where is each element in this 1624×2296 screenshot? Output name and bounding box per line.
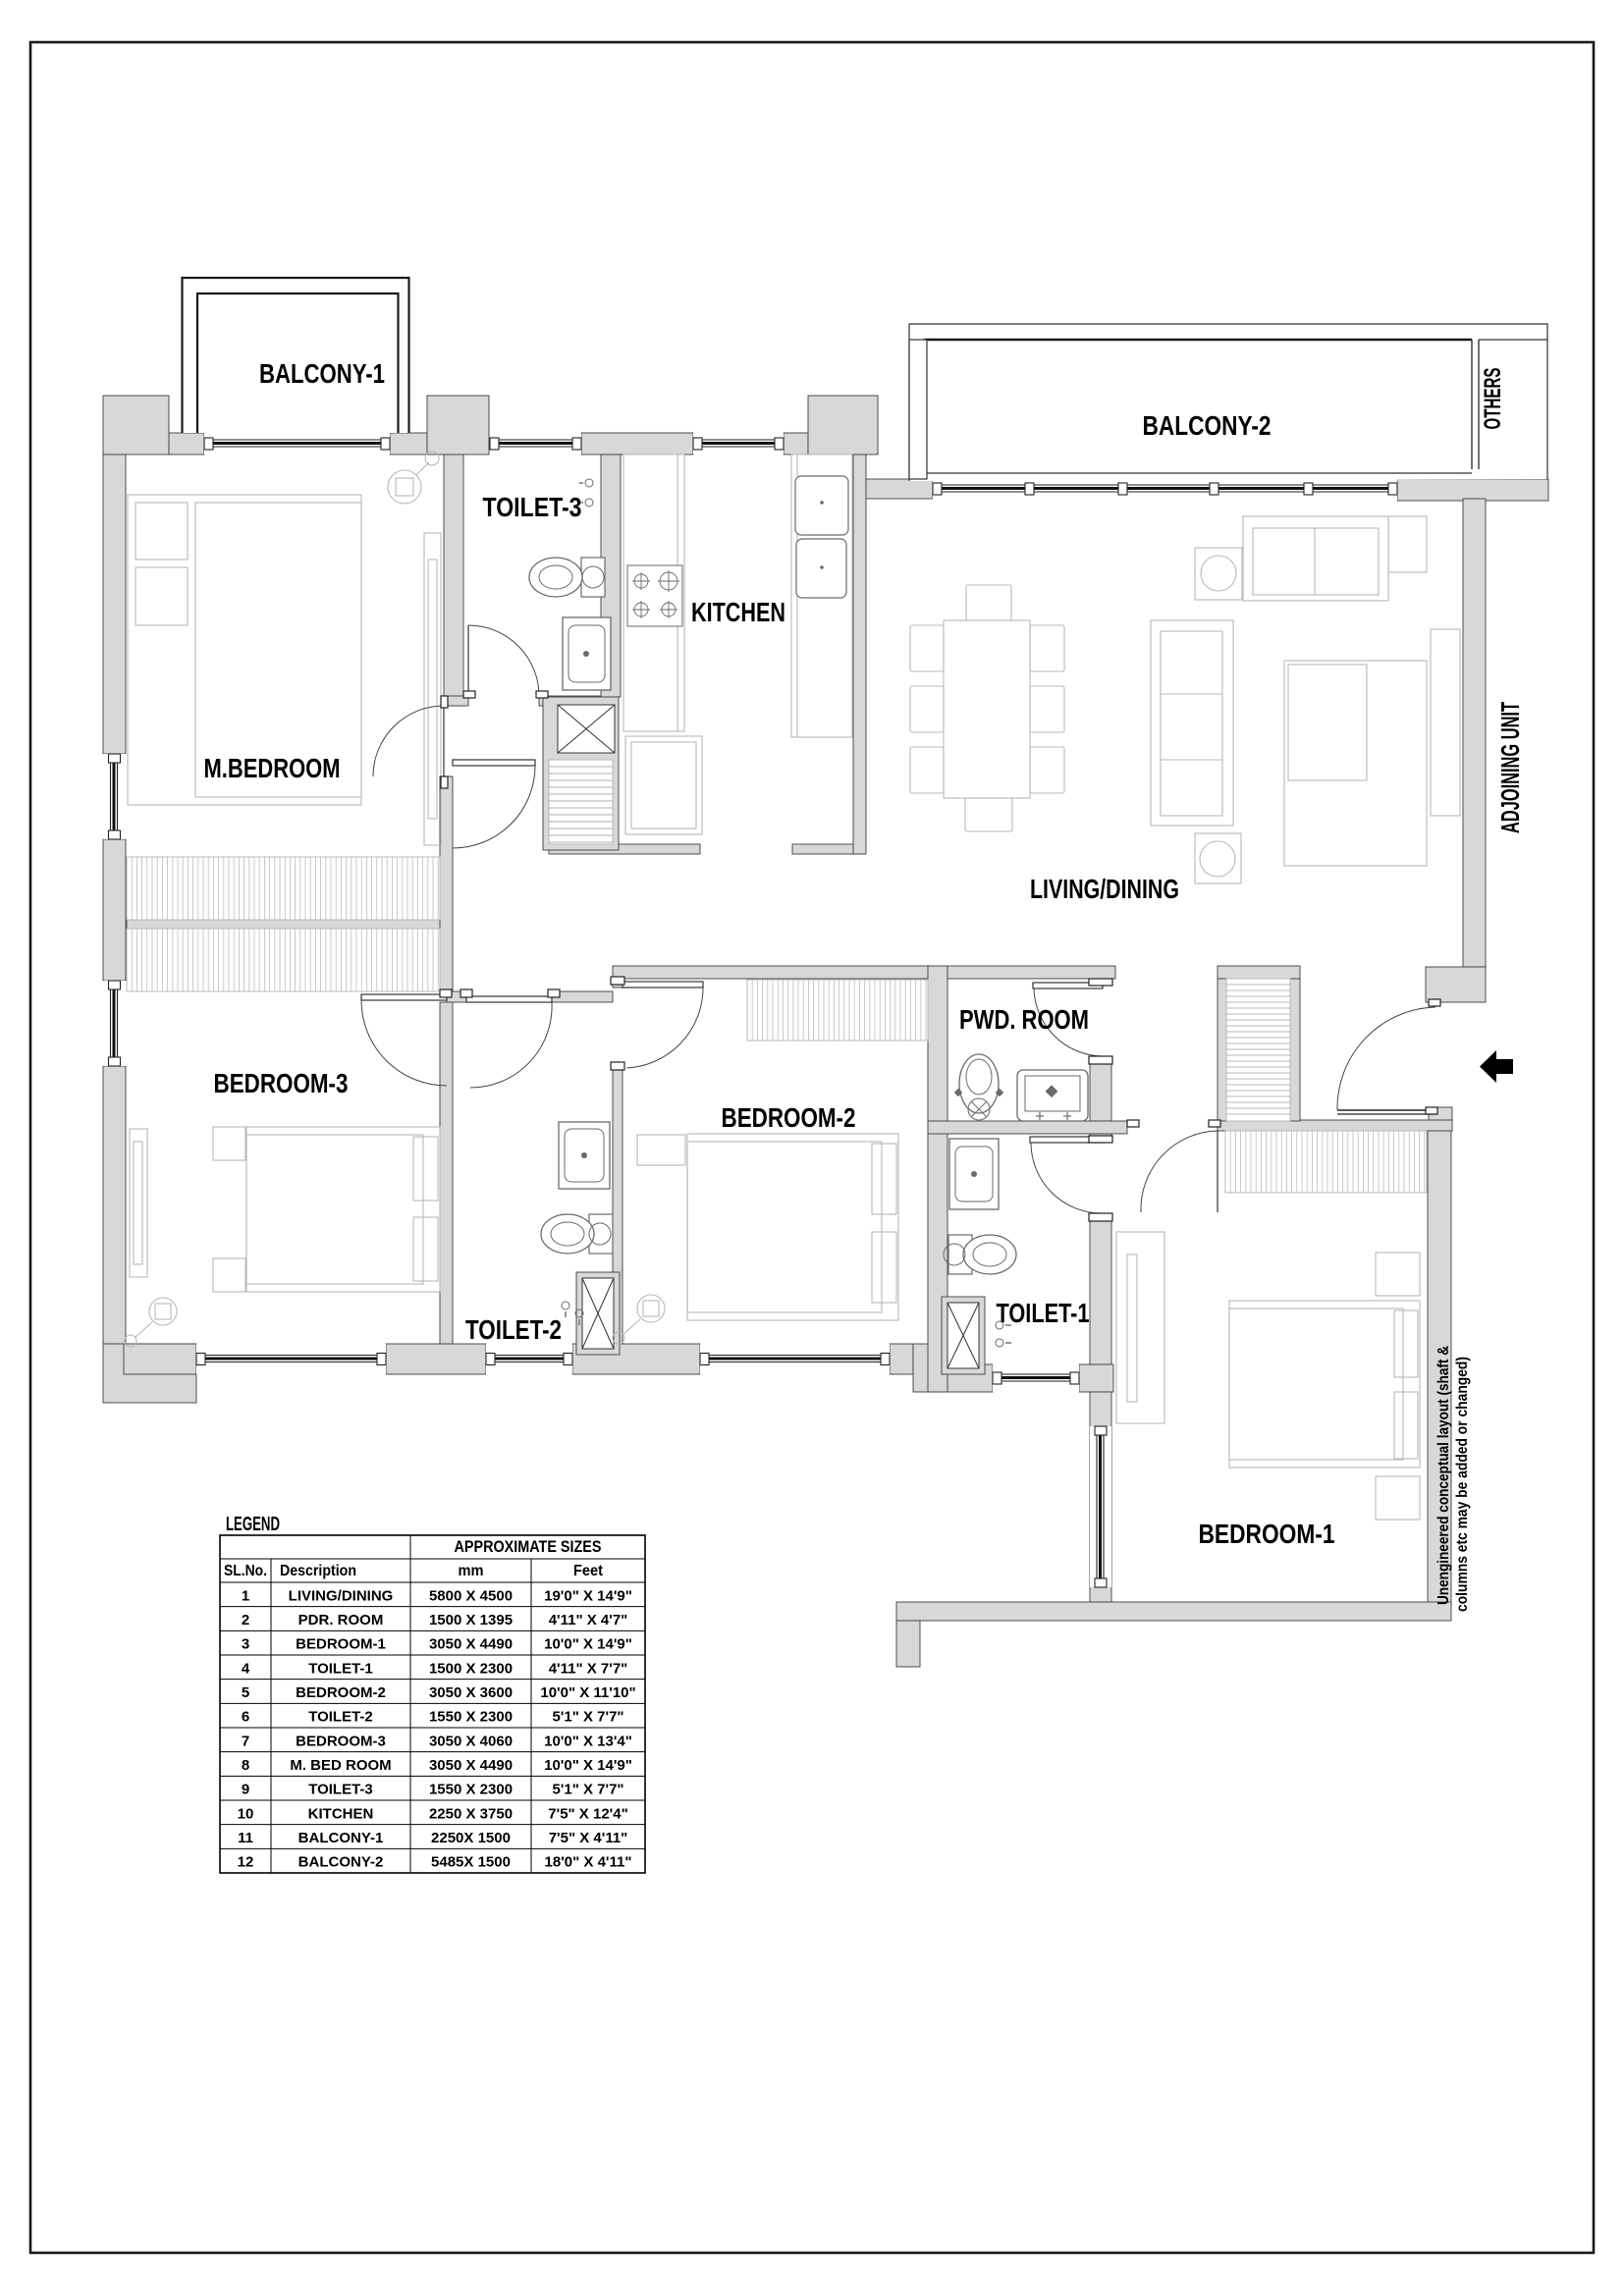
svg-text:Unengineered conceptual layout: Unengineered conceptual layout (shaft & — [1435, 1346, 1452, 1605]
svg-text:1500 X 2300: 1500 X 2300 — [429, 1660, 513, 1677]
svg-text:3050 X 4060: 3050 X 4060 — [429, 1733, 513, 1749]
svg-text:2: 2 — [242, 1612, 249, 1629]
svg-text:5485X 1500: 5485X 1500 — [431, 1854, 511, 1871]
svg-text:4'11" X 4'7": 4'11" X 4'7" — [549, 1612, 628, 1629]
svg-text:11: 11 — [238, 1830, 253, 1846]
svg-text:KITCHEN: KITCHEN — [308, 1805, 374, 1822]
svg-text:TOILET-1: TOILET-1 — [997, 1298, 1090, 1328]
svg-text:3050 X 3600: 3050 X 3600 — [429, 1684, 513, 1701]
svg-text:TOILET-3: TOILET-3 — [308, 1782, 373, 1798]
svg-text:1500 X 1395: 1500 X 1395 — [429, 1612, 513, 1629]
svg-text:M. BED ROOM: M. BED ROOM — [290, 1757, 391, 1774]
svg-text:ADJOINING UNIT: ADJOINING UNIT — [1495, 702, 1525, 833]
svg-text:3050 X 4490: 3050 X 4490 — [429, 1636, 513, 1653]
svg-text:8: 8 — [242, 1757, 249, 1774]
svg-text:SL.No.: SL.No. — [224, 1563, 267, 1579]
svg-text:1550 X 2300: 1550 X 2300 — [429, 1709, 513, 1726]
svg-text:3050 X 4490: 3050 X 4490 — [429, 1757, 513, 1774]
svg-text:LEGEND: LEGEND — [226, 1514, 280, 1535]
svg-text:BEDROOM-1: BEDROOM-1 — [1199, 1519, 1335, 1549]
svg-text:5'1" X 7'7": 5'1" X 7'7" — [552, 1709, 623, 1726]
svg-text:BALCONY-1: BALCONY-1 — [298, 1830, 384, 1846]
svg-text:10'0" X 11'10": 10'0" X 11'10" — [540, 1684, 635, 1701]
svg-text:PDR. ROOM: PDR. ROOM — [298, 1612, 384, 1629]
svg-text:7'5" X 12'4": 7'5" X 12'4" — [548, 1805, 627, 1822]
svg-text:TOILET-2: TOILET-2 — [465, 1314, 562, 1345]
svg-text:1: 1 — [242, 1587, 249, 1604]
svg-text:Description: Description — [280, 1563, 356, 1579]
svg-text:BALCONY-2: BALCONY-2 — [1143, 410, 1272, 441]
svg-text:10: 10 — [238, 1805, 254, 1822]
svg-text:5800 X 4500: 5800 X 4500 — [429, 1587, 513, 1604]
svg-text:M.BEDROOM: M.BEDROOM — [204, 753, 341, 783]
svg-text:BEDROOM-2: BEDROOM-2 — [722, 1102, 856, 1133]
svg-text:5: 5 — [242, 1684, 249, 1701]
svg-text:10'0" X 14'9": 10'0" X 14'9" — [544, 1757, 632, 1774]
svg-text:18'0" X 4'11": 18'0" X 4'11" — [545, 1854, 632, 1871]
svg-text:columns etc may be added or ch: columns etc may be added or changed) — [1454, 1357, 1471, 1612]
svg-text:7: 7 — [242, 1733, 249, 1749]
svg-text:PWD. ROOM: PWD. ROOM — [959, 1004, 1089, 1035]
svg-text:LIVING/DINING: LIVING/DINING — [289, 1587, 394, 1604]
svg-text:4'11" X 7'7": 4'11" X 7'7" — [549, 1660, 628, 1677]
svg-text:BEDROOM-1: BEDROOM-1 — [296, 1636, 386, 1653]
svg-text:OTHERS: OTHERS — [1480, 368, 1506, 430]
svg-text:Feet: Feet — [573, 1563, 604, 1579]
svg-text:1550 X 2300: 1550 X 2300 — [429, 1782, 513, 1798]
svg-text:10'0" X 14'9": 10'0" X 14'9" — [544, 1636, 632, 1653]
svg-text:BEDROOM-2: BEDROOM-2 — [296, 1684, 386, 1701]
svg-text:BALCONY-1: BALCONY-1 — [259, 358, 385, 389]
svg-text:LIVING/DINING: LIVING/DINING — [1030, 874, 1179, 904]
svg-text:19'0" X 14'9": 19'0" X 14'9" — [544, 1587, 632, 1604]
svg-text:6: 6 — [242, 1709, 249, 1726]
svg-text:TOILET-2: TOILET-2 — [308, 1709, 373, 1726]
svg-text:2250X 1500: 2250X 1500 — [431, 1830, 511, 1846]
svg-text:KITCHEN: KITCHEN — [691, 597, 785, 627]
svg-text:2250 X 3750: 2250 X 3750 — [429, 1805, 513, 1822]
svg-text:12: 12 — [238, 1854, 254, 1871]
svg-text:TOILET-3: TOILET-3 — [483, 492, 582, 522]
svg-text:BEDROOM-3: BEDROOM-3 — [214, 1068, 349, 1098]
svg-text:3: 3 — [242, 1636, 249, 1653]
svg-text:APPROXIMATE SIZES: APPROXIMATE SIZES — [455, 1537, 602, 1556]
svg-text:mm: mm — [459, 1563, 484, 1579]
svg-text:9: 9 — [242, 1782, 249, 1798]
svg-text:TOILET-1: TOILET-1 — [308, 1660, 373, 1677]
svg-text:4: 4 — [242, 1660, 250, 1677]
svg-text:7'5" X 4'11": 7'5" X 4'11" — [549, 1830, 628, 1846]
svg-text:BEDROOM-3: BEDROOM-3 — [296, 1733, 386, 1749]
svg-text:BALCONY-2: BALCONY-2 — [298, 1854, 384, 1871]
svg-text:10'0" X 13'4": 10'0" X 13'4" — [544, 1733, 632, 1749]
svg-text:5'1" X 7'7": 5'1" X 7'7" — [552, 1782, 623, 1798]
